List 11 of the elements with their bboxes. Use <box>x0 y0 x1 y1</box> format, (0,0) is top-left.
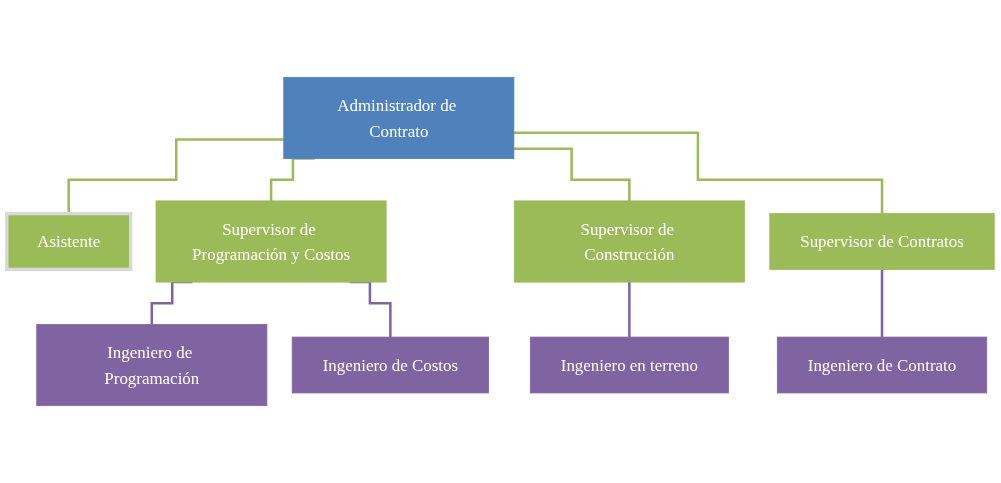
node-box: Supervisor de Construcción <box>513 200 745 283</box>
node-box: Ingeniero en terreno <box>529 336 729 394</box>
connector <box>513 131 884 215</box>
node-box: Asistente <box>5 211 133 272</box>
node-box: Administrador de Contrato <box>283 76 515 160</box>
node-box: Supervisor de Programación y Costos <box>155 200 387 283</box>
node-box: Ingeniero de Contrato <box>776 336 988 394</box>
node-box: Ingeniero de Programación <box>36 323 268 407</box>
node-box: Supervisor de Contratos <box>769 213 995 270</box>
node-box: Ingeniero de Costos <box>291 336 489 394</box>
connector <box>880 268 884 339</box>
